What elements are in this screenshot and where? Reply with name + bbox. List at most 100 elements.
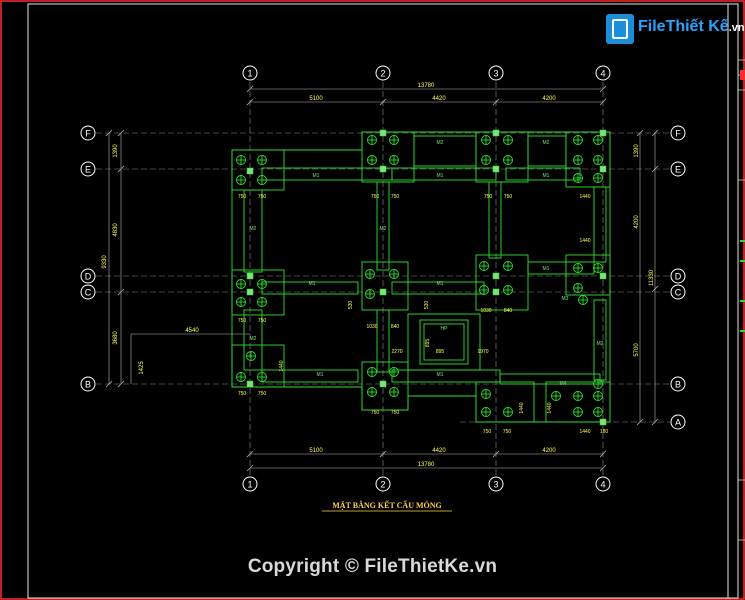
axis-label-2-top: 2: [380, 69, 385, 79]
axis-label-3-top: 3: [493, 69, 498, 79]
dim-top-seg-2: 4420: [432, 96, 446, 102]
dimension-lines: [108, 88, 656, 469]
axis-label-A-right: A: [675, 418, 681, 428]
dim-530: 530: [348, 301, 354, 310]
axis-label-1-bottom: 1: [247, 480, 252, 490]
axis-label-E-right: E: [675, 165, 681, 175]
dim-top-overall: 13780: [418, 83, 435, 89]
dim-1440: 1440: [579, 194, 590, 200]
dim-750: 750: [391, 194, 400, 200]
axis-bubble-4-top: [595, 65, 611, 81]
axis-label-2-bottom: 2: [380, 480, 385, 490]
dim-750: 750: [238, 194, 247, 200]
axis-label-B-left: B: [85, 380, 91, 390]
axis-label-C-left: C: [85, 288, 92, 298]
dim-1970: 895: [425, 339, 431, 348]
axis-bubble-B-right: [670, 376, 686, 392]
beam-label: M1: [543, 173, 550, 179]
axis-bubbles-vertical: [242, 65, 611, 492]
dim-top-seg-1: 5100: [309, 96, 323, 102]
dim-750: 750: [258, 391, 267, 397]
dim-bottom-seg-3: 4200: [542, 448, 556, 454]
dim-left-9330: 9330: [102, 255, 108, 269]
filethietke-logo: FileThiết Kế.vn: [606, 12, 745, 46]
axis-label-4-bottom: 4: [600, 480, 605, 490]
dim-right-4200: 4200: [634, 215, 640, 229]
dim-misc-4540: 4540: [185, 328, 199, 334]
dimension-texts: 13780 5100 4420 4200 5100 4420 4200 1378…: [185, 83, 556, 468]
axis-label-4-top: 4: [600, 69, 605, 79]
axis-bubble-2-bottom: [375, 476, 391, 492]
dim-1440: 1440: [519, 402, 525, 413]
axis-label-D-right: D: [675, 272, 682, 282]
axis-lines: [96, 82, 670, 476]
beam-label: M2: [380, 226, 387, 232]
title-block-green-marks: [740, 240, 745, 332]
dim-left-4830: 4830: [113, 223, 119, 237]
beam-label: M2: [250, 336, 257, 342]
axis-bubble-4-bottom: [595, 476, 611, 492]
axis-bubble-E-left: [80, 161, 96, 177]
beam-label: M2: [597, 341, 604, 347]
beam-label: M4: [560, 381, 567, 387]
dim-895: 1030: [366, 324, 377, 330]
dim-750: 750: [484, 194, 493, 200]
beam-label: M1: [309, 281, 316, 287]
dimension-ticks: [105, 85, 659, 472]
dim-750: 750: [371, 194, 380, 200]
axis-bubble-3-top: [488, 65, 504, 81]
beam-label: M2: [437, 140, 444, 146]
logo-text: FileThiết Kế.vn: [638, 18, 745, 35]
axis-bubble-C-right: [670, 284, 686, 300]
beam-label: M1: [437, 173, 444, 179]
axis-label-1-top: 1: [247, 69, 252, 79]
dim-180: 180: [600, 429, 609, 435]
pile-symbols: [236, 135, 603, 417]
axis-bubble-F-right: [670, 125, 686, 141]
dim-bottom-overall: 13780: [418, 462, 435, 468]
sheet-border-inner: [27, 3, 739, 599]
dim-right-5700: 5700: [634, 343, 640, 357]
elevator-pit-inner: [419, 319, 469, 365]
dim-bottom-seg-1: 5100: [309, 448, 323, 454]
axis-label-E-left: E: [85, 165, 91, 175]
dim-1440: 1440: [547, 402, 553, 413]
dim-left-3680: 3680: [113, 331, 119, 345]
axis-bubble-B-left: [80, 376, 96, 392]
axis-bubble-1-top: [242, 65, 258, 81]
dim-1100: 2270: [391, 349, 402, 355]
axis-bubble-F-left: [80, 125, 96, 141]
axis-bubble-2-top: [375, 65, 391, 81]
axis-bubble-E-right: [670, 161, 686, 177]
dim-750: 750: [258, 194, 267, 200]
dim-right-1390: 1390: [634, 144, 640, 158]
beam-label: M1: [543, 266, 550, 272]
axis-bubble-labels-horizontal: F E D C B F E D C B A: [85, 129, 682, 428]
dim-1100: 1970: [477, 349, 488, 355]
dim-1440: 1440: [279, 360, 285, 371]
dim-750: 750: [258, 318, 267, 324]
axis-bubble-labels-vertical: 1 2 3 4 1 2 3 4: [247, 69, 605, 490]
dim-750: 750: [503, 429, 512, 435]
dim-750: 750: [483, 429, 492, 435]
dim-750: 750: [238, 318, 247, 324]
local-dimension-texts: 750 750 750 750 750 750 1440 1440 750 75…: [238, 194, 609, 435]
dim-left-1390: 1390: [113, 144, 119, 158]
foundation-outline: [231, 131, 611, 423]
file-icon: [606, 14, 634, 44]
elevator-pit-outer: [407, 313, 481, 371]
axis-label-F-right: F: [675, 129, 681, 139]
copyright-watermark: Copyright © FileThietKe.vn: [247, 556, 498, 577]
beam-labels: M1 M1 M1 M2 M2 M2 M2 M1 M1 M1 M3 M1 M1 M…: [250, 140, 604, 387]
dim-right-11330: 11330: [649, 269, 655, 286]
dim-750: 750: [371, 410, 380, 416]
axis-label-F-left: F: [85, 129, 91, 139]
axis-bubble-C-left: [80, 284, 96, 300]
axis-bubble-A-right: [670, 414, 686, 430]
dim-1030: 530: [424, 301, 430, 310]
axis-bubble-1-bottom: [242, 476, 258, 492]
dim-2270: 895: [436, 349, 445, 355]
axis-label-3-bottom: 3: [493, 480, 498, 490]
axis-bubble-D-left: [80, 268, 96, 284]
